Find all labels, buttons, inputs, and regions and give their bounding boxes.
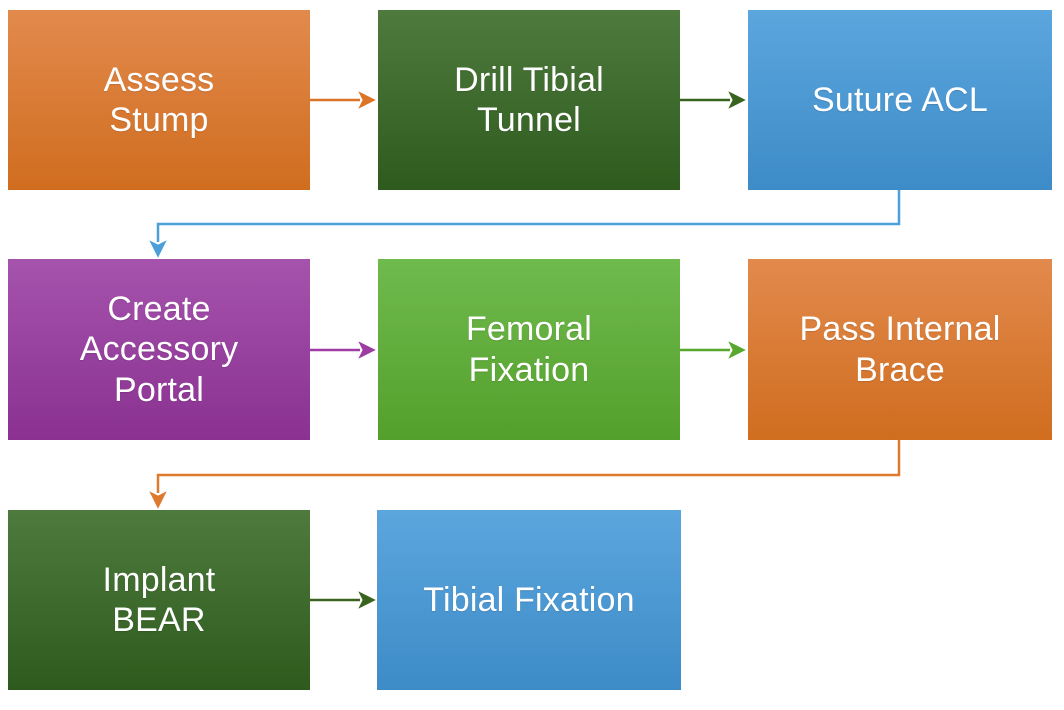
node-femoral-fixation: Femoral Fixation [378,259,680,440]
node-suture-acl: Suture ACL [748,10,1052,190]
node-label: Drill Tibial Tunnel [454,60,604,139]
node-drill-tibial-tunnel: Drill Tibial Tunnel [378,10,680,190]
node-pass-internal-brace: Pass Internal Brace [748,259,1052,440]
node-label: Tibial Fixation [423,580,635,619]
node-create-accessory-portal: Create Accessory Portal [8,259,310,440]
node-label: Femoral Fixation [465,310,593,389]
node-label: Assess Stump [103,60,215,139]
node-label: Implant BEAR [102,560,216,639]
node-assess-stump: Assess Stump [8,10,310,190]
node-label: Create Accessory Portal [79,290,239,409]
connector-brace-to-implant [149,440,901,509]
node-label: Suture ACL [812,80,988,119]
node-tibial-fixation: Tibial Fixation [377,510,681,690]
node-implant-bear: Implant BEAR [8,510,310,690]
node-label: Pass Internal Brace [799,310,1001,389]
connector-suture-to-portal [149,190,901,258]
